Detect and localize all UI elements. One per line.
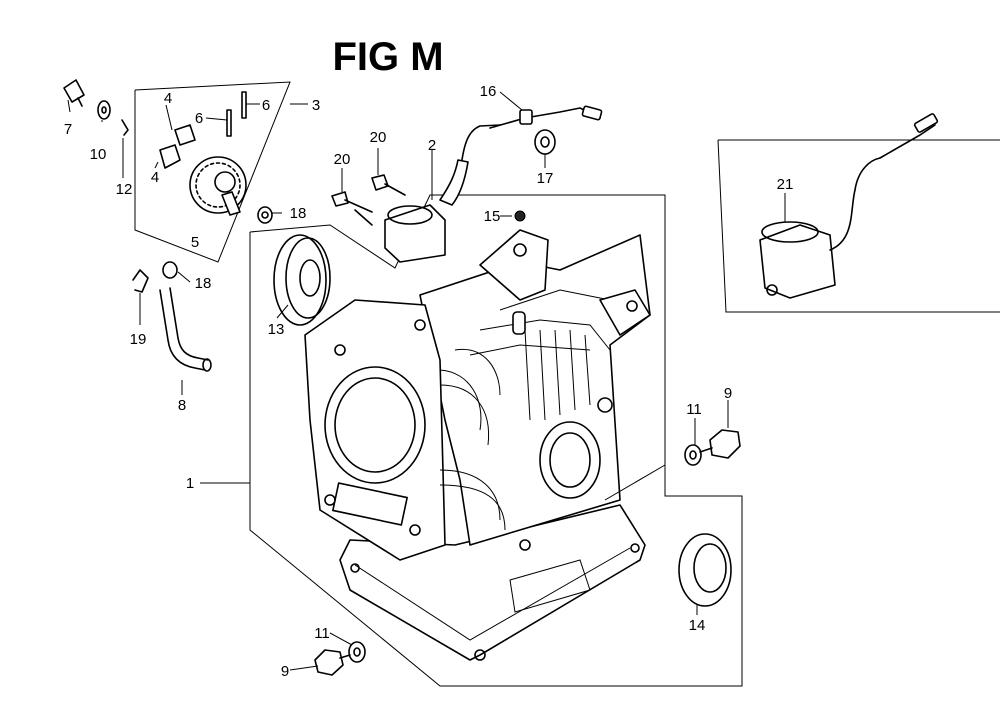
callout-20a: 20 (334, 151, 351, 168)
callout-7: 7 (64, 121, 72, 138)
washer-10 (97, 100, 111, 120)
callout-9a: 9 (724, 385, 732, 402)
callout-16: 16 (480, 83, 497, 100)
bolt-20a (331, 191, 373, 213)
drain-bolt-9b (314, 649, 351, 676)
clip-19 (132, 269, 149, 293)
callout-21: 21 (777, 176, 794, 193)
washer-18a (257, 206, 273, 224)
oil-level-switch-21 (759, 113, 939, 299)
pin-6 (226, 91, 247, 137)
callout-6b: 6 (262, 97, 270, 114)
oil-level-switch-2 (354, 124, 501, 263)
washer-11b (348, 641, 366, 663)
inset-frame (717, 139, 1000, 313)
callout-15: 15 (484, 208, 501, 225)
figure-title: FIG M (332, 35, 443, 79)
washer-17 (534, 129, 556, 155)
leader-lines (67, 91, 786, 671)
callout-1: 1 (186, 475, 194, 492)
breather-tube-8 (159, 287, 212, 372)
callout-18a: 18 (290, 205, 307, 222)
washer-11a (684, 444, 702, 466)
callout-labels: 1 2 3 4 4 5 6 6 7 8 9 9 10 11 11 12 13 1… (64, 83, 794, 680)
callout-8: 8 (178, 397, 186, 414)
oil-seal-14 (678, 533, 732, 607)
callout-6a: 6 (195, 110, 203, 127)
crankcase-block (304, 229, 651, 661)
nut-15 (514, 210, 526, 222)
washer-18b (162, 261, 178, 279)
clip-12 (121, 119, 129, 136)
callout-4a: 4 (164, 90, 172, 107)
callout-9b: 9 (281, 663, 289, 680)
callout-11b: 11 (314, 625, 330, 642)
callout-2: 2 (428, 137, 436, 154)
bolt-7 (63, 79, 85, 107)
callout-14: 14 (689, 617, 706, 634)
callout-19: 19 (130, 331, 147, 348)
callout-3: 3 (312, 97, 320, 114)
callout-5: 5 (191, 234, 199, 251)
governor-gear-5 (189, 156, 247, 216)
callout-20b: 20 (370, 129, 387, 146)
bearing-13 (273, 234, 331, 326)
callout-18b: 18 (195, 275, 212, 292)
callout-12: 12 (116, 181, 133, 198)
drain-bolt-9a (699, 429, 741, 459)
crankcase-group-bracket (249, 194, 743, 687)
callout-13: 13 (268, 321, 285, 338)
governor-group-bracket (134, 81, 291, 263)
callout-10: 10 (90, 146, 107, 163)
governor-weight-4 (159, 124, 196, 169)
callout-4b: 4 (151, 169, 159, 186)
bolt-20b (371, 174, 406, 196)
switch-wire-16 (489, 105, 603, 129)
callout-11a: 11 (686, 401, 702, 418)
callout-17: 17 (537, 170, 554, 187)
